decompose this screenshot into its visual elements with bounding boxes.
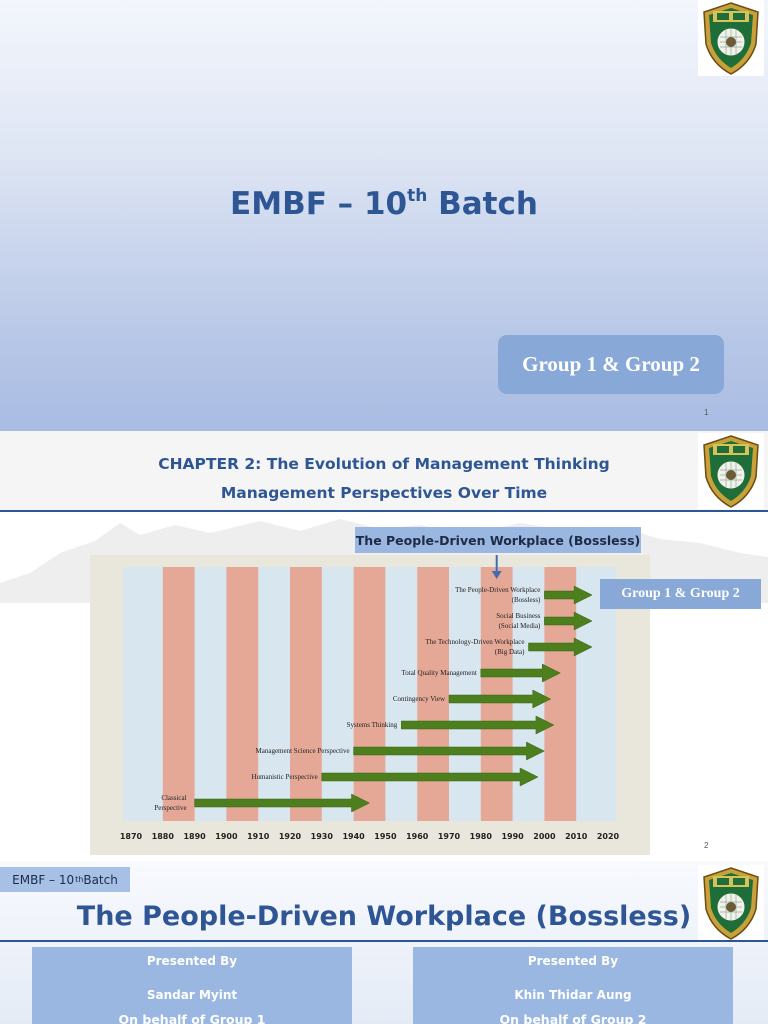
tag-main: EMBF – 10 (12, 872, 75, 887)
slide-1: EMBF – 10th Batch Group 1 & Group 2 1 (0, 0, 768, 431)
decade-band (480, 567, 513, 821)
x-tick-label: 1960 (406, 832, 429, 841)
decade-band (290, 567, 322, 821)
perspective-arrow (448, 689, 552, 709)
perspective-label: Total Quality Management (401, 669, 476, 677)
x-tick-label: 1990 (501, 832, 524, 841)
perspective-arrow (321, 767, 539, 787)
university-crest-logo (698, 433, 764, 509)
title-rest: Batch (427, 186, 538, 222)
university-crest-logo (698, 865, 764, 941)
x-tick-label: 1920 (279, 832, 302, 841)
group-label-box: Group 1 & Group 2 (600, 579, 761, 609)
perspective-arrow (544, 611, 593, 631)
presenter-box-1: Presented By Sandar Myint On behalf of G… (32, 947, 352, 1024)
decade-band (544, 567, 577, 821)
presentation-title: EMBF – 10th Batch (0, 186, 768, 222)
presenter-heading: Presented By (527, 954, 619, 968)
timeline-chart-frame: 1870 1880 1890 1900 1910 1920 1930 1940 1950 1960… (90, 555, 650, 855)
chapter-title: CHAPTER 2: The Evolution of Management T… (158, 455, 610, 473)
slide-title: The People-Driven Workplace (Bossless) (76, 901, 692, 932)
presenter-box-2: Presented By Khin Thidar Aung On behalf … (413, 947, 733, 1024)
slide-number: 1 (704, 408, 709, 417)
perspective-arrow (544, 585, 593, 605)
perspective-arrow (401, 715, 555, 735)
x-tick-label: 1890 (183, 832, 206, 841)
x-tick-label: 1910 (247, 832, 270, 841)
tag-rest: Batch (83, 872, 118, 887)
decade-band (162, 567, 195, 821)
perspective-label: The People-Driven Workplace(Bossless) (455, 586, 541, 604)
group-label-box: Group 1 & Group 2 (498, 335, 724, 394)
x-tick-label: 1940 (342, 832, 365, 841)
slide-number: 2 (704, 841, 709, 850)
perspective-label: Management Science Perspective (256, 747, 350, 755)
x-tick-label: 2000 (533, 832, 556, 841)
perspective-arrow (194, 793, 371, 813)
presenter-heading: Presented By (146, 954, 238, 968)
title-divider (0, 940, 768, 942)
perspective-arrow (353, 741, 545, 761)
timeline-chart: 1870 1880 1890 1900 1910 1920 1930 1940 1950 1960… (120, 555, 620, 841)
title-main: EMBF – 10 (230, 186, 408, 222)
slide-header-band (0, 431, 768, 511)
university-crest-logo (698, 0, 764, 76)
x-tick-label: 1930 (311, 832, 334, 841)
decade-band (417, 567, 449, 821)
x-tick-label: 1900 (215, 832, 238, 841)
x-tick-label: 1950 (374, 832, 397, 841)
presenter-name: Khin Thidar Aung (514, 988, 632, 1002)
x-tick-label: 1980 (470, 832, 493, 841)
perspective-label: Systems Thinking (347, 721, 398, 729)
callout-label: The People-Driven Workplace (Bossless) (355, 527, 641, 553)
chapter-subtitle: Management Perspectives Over Time (220, 484, 548, 502)
perspective-label: The Technology-Driven Workplace(Big Data… (426, 638, 526, 656)
perspective-arrow (528, 637, 593, 657)
x-tick-label: 1880 (152, 832, 175, 841)
tag-superscript: th (75, 875, 84, 884)
decade-band (226, 567, 259, 821)
header-divider (0, 510, 768, 512)
x-tick-label: 1970 (438, 832, 461, 841)
slide-2: CHAPTER 2: The Evolution of Management T… (0, 431, 768, 861)
perspective-arrow (480, 663, 561, 683)
title-superscript: th (407, 186, 428, 206)
perspective-label: Social Business(Social Media) (496, 612, 541, 630)
x-tick-label: 2010 (565, 832, 588, 841)
x-tick-label: 2020 (597, 832, 620, 841)
callout-pointer-head (491, 571, 502, 579)
presenter-name: Sandar Myint (146, 988, 238, 1002)
perspective-label: Contingency View (393, 695, 446, 703)
presenter-behalf: On behalf of Group 2 (499, 1012, 647, 1024)
decade-band (353, 567, 386, 821)
presenter-behalf: On behalf of Group 1 (118, 1012, 266, 1024)
x-tick-label: 1870 (120, 832, 143, 841)
perspective-label: Humanistic Perspective (252, 773, 318, 781)
